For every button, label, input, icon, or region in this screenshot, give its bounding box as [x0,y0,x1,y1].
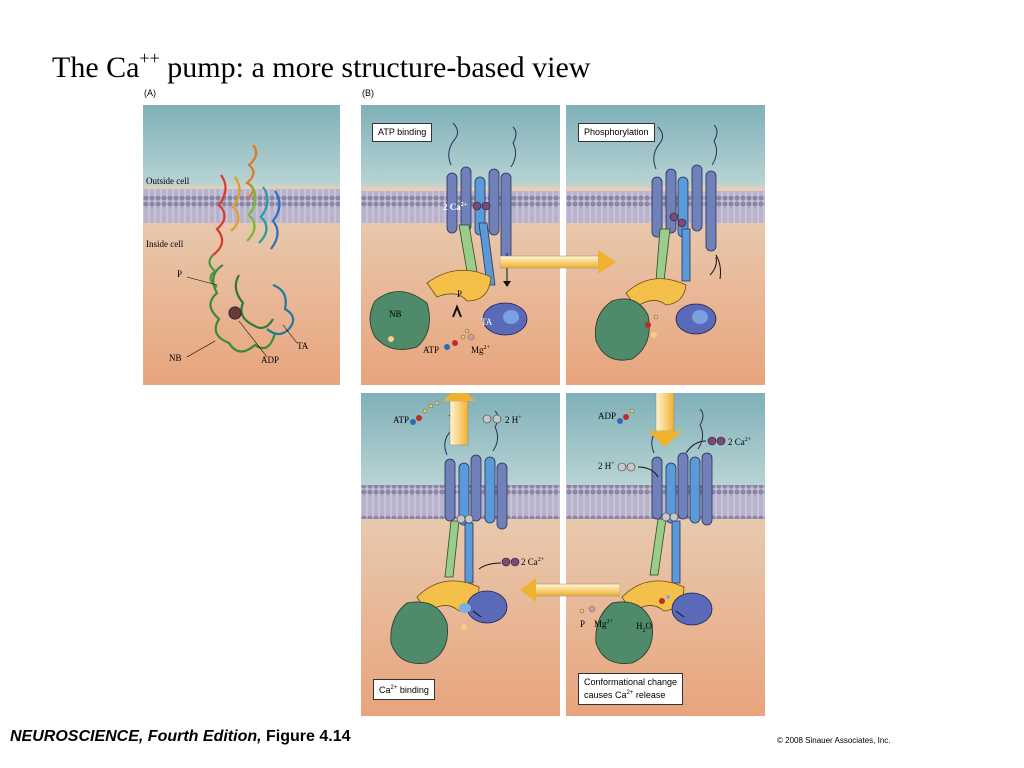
page-title: The Ca++ pump: a more structure-based vi… [52,48,591,84]
atp-label: ATP [423,345,440,355]
figure-credit: NEUROSCIENCE, Fourth Edition, Figure 4.1… [10,728,351,745]
panel-a-label: (A) [144,88,156,98]
panel-ca-release: ADP 2 Ca2+ 2 H+ P Mg2+ H2O Conformationa… [566,393,765,716]
p-domain-label: P [177,269,183,279]
pump-protein [594,124,721,361]
copyright: © 2008 Sinauer Associates, Inc. [777,736,891,745]
adp-label: ADP [598,411,617,421]
protein-ribbon-structure [208,144,295,353]
panel-b-label: (B) [362,88,374,98]
mg-label: Mg2+ [594,619,613,629]
arrow-atp-to-phosphorylation [500,250,616,274]
pump-protein [390,393,520,664]
panel-ca-binding: ATP 2 H+ 2 Ca2+ Ca2+ binding [361,393,560,716]
ca-label: 2 Ca2+ [443,202,468,212]
h-label: 2 H+ [598,461,615,471]
outside-cell-label: Outside cell [146,176,190,186]
atp-label: ATP [393,415,410,425]
adp-label: ADP [261,355,280,365]
pump-protein [579,393,726,664]
phosphorylation-label-box: Phosphorylation [578,123,655,142]
nb-domain-label: NB [389,309,402,319]
h-label: 2 H+ [505,415,522,425]
ca-label: 2 Ca2+ [521,557,545,567]
inside-cell-label: Inside cell [146,239,184,249]
nb-domain-label: NB [169,353,182,363]
atp-binding-label-box: ATP binding [372,123,433,142]
pump-protein [369,122,528,350]
panel-phosphorylation: Phosphorylation [566,105,765,385]
ca-binding-label-box: Ca2+ binding [373,679,435,700]
h2o-label: H2O [636,621,652,634]
panel-a: Outside cell Inside cell P NB ADP TA [143,105,340,385]
mg-label: Mg2+ [471,345,490,355]
p-label: P [580,619,586,629]
ta-domain-label: TA [481,317,493,327]
panel-atp-binding: ATP binding 2 Ca2+ P NB TA ATP Mg2+ [361,105,560,385]
ca-label: 2 Ca2+ [728,437,752,447]
ta-domain-label: TA [297,341,309,351]
p-domain-label: P [457,289,463,299]
arrow-release-to-binding [520,578,620,602]
